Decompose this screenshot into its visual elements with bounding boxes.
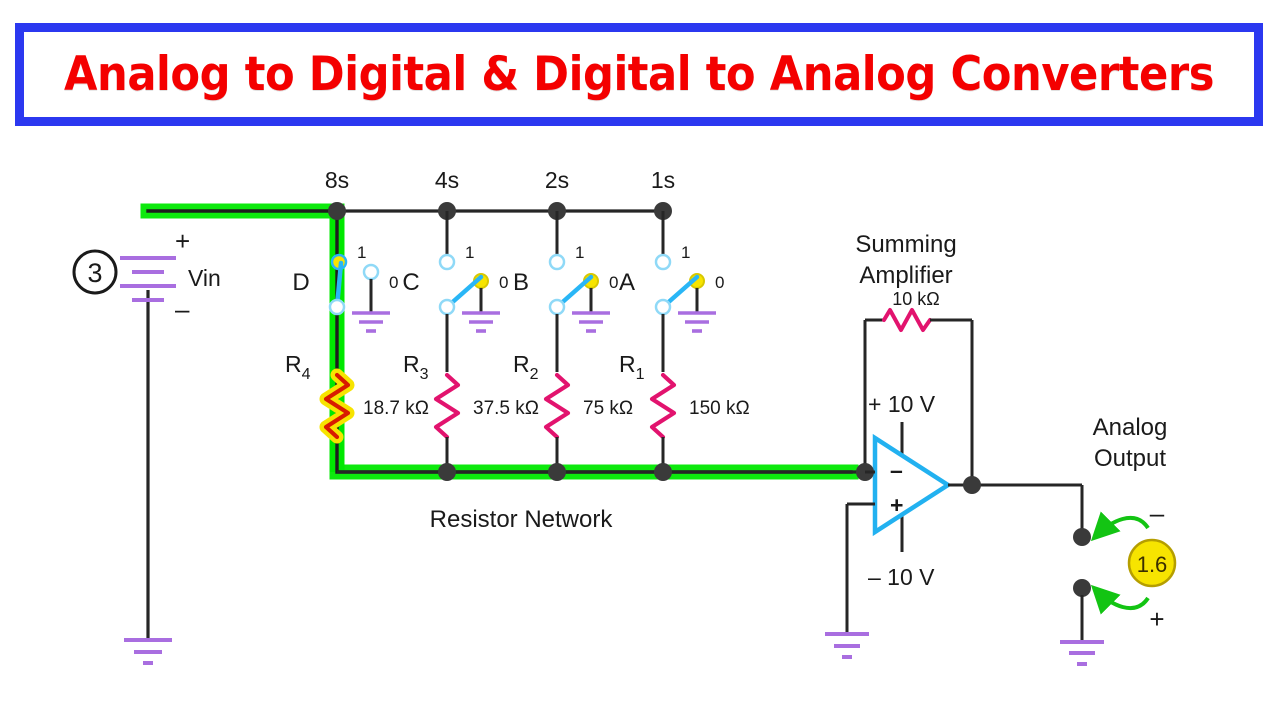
resistor-r4-symbol — [323, 372, 351, 440]
switch-c-name: C — [402, 269, 419, 296]
supply-positive-label: + 10 V — [868, 391, 936, 417]
resistor-r1-value: 150 kΩ — [689, 398, 750, 419]
resistor-r2-symbol — [543, 372, 571, 440]
switch-a-name: A — [619, 269, 635, 296]
opamp-noninverting-input-sign: + — [890, 492, 903, 518]
ground-symbol-source — [124, 638, 172, 665]
ground-symbol-switch-d — [352, 311, 390, 333]
switch-c-pivot[interactable] — [438, 298, 456, 316]
switch-b-pivot[interactable] — [548, 298, 566, 316]
switch-b-label-0: 0 — [609, 273, 618, 292]
switch-a-label-0: 0 — [715, 273, 724, 292]
title-banner: Analog to Digital & Digital to Analog Co… — [15, 23, 1263, 126]
switch-a-terminal-1[interactable] — [654, 253, 672, 271]
output-terminal-negative[interactable] — [1073, 528, 1091, 546]
resistor-r3-ref: R3 — [403, 351, 429, 383]
feedback-resistor-symbol — [882, 308, 932, 332]
source-plus-sign: + — [175, 226, 190, 256]
probe-arrow-negative — [1090, 511, 1150, 542]
step-marker-label: 3 — [87, 258, 102, 288]
switch-d-name: D — [292, 269, 309, 296]
supply-negative-label: – 10 V — [868, 564, 935, 590]
amplifier-title-line1: Summing — [855, 231, 956, 258]
bit-column-c: 4s 1 0 C R3 37.5 kΩ — [402, 167, 539, 481]
opamp-triangle — [872, 433, 953, 537]
resistor-r3-value: 37.5 kΩ — [473, 398, 539, 419]
step-marker-circle — [72, 249, 118, 295]
ground-symbol-output — [1060, 640, 1104, 666]
resistor-r4-value: 18.7 kΩ — [363, 398, 429, 419]
resistor-r3-symbol — [433, 372, 461, 440]
switch-a-pivot[interactable] — [654, 298, 672, 316]
resistor-r2-value: 75 kΩ — [583, 398, 633, 419]
switch-d-label-0: 0 — [389, 273, 398, 292]
bit-weight-label-2s: 2s — [545, 167, 569, 193]
switch-d-terminal-0[interactable] — [362, 263, 380, 281]
switch-b-terminal-1[interactable] — [548, 253, 566, 271]
bit-column-b: 2s 1 0 B R2 75 kΩ — [513, 167, 633, 481]
analog-output-title-line1: Analog — [1093, 414, 1168, 441]
bit-weight-label-4s: 4s — [435, 167, 459, 193]
switch-d-pivot[interactable] — [328, 298, 346, 316]
amplifier-title-line2: Amplifier — [859, 262, 952, 289]
feedback-resistor-value: 10 kΩ — [892, 289, 939, 309]
node-dot-bus-r2 — [548, 463, 566, 481]
page-title: Analog to Digital & Digital to Analog Co… — [64, 47, 1215, 102]
switch-d-label-1: 1 — [357, 243, 366, 262]
resistor-network-label: Resistor Network — [430, 506, 614, 533]
opamp-inverting-input-sign: – — [890, 457, 903, 483]
resistor-r1-symbol — [649, 372, 677, 440]
node-dot-bus-r3 — [438, 463, 456, 481]
probe-negative-sign: – — [1150, 498, 1165, 528]
bit-weight-label-1s: 1s — [651, 167, 675, 193]
resistor-r1-ref: R1 — [619, 351, 645, 383]
bit-column-d: 8s 1 0 D R4 18.7 kΩ — [285, 167, 429, 444]
node-dot-bus-r1 — [654, 463, 672, 481]
node-dot-8s — [328, 202, 346, 220]
meter-value: 1.6 — [1137, 552, 1168, 577]
output-terminal-positive[interactable] — [1073, 579, 1091, 597]
meter-bubble[interactable] — [1127, 538, 1177, 588]
ground-symbol-switch-c — [462, 311, 500, 333]
voltage-source-group: 3 + – Vin — [72, 226, 221, 665]
switch-b-label-1: 1 — [575, 243, 584, 262]
resistor-r2-ref: R2 — [513, 351, 539, 383]
switch-c-label-0: 0 — [499, 273, 508, 292]
bit-weight-label-8s: 8s — [325, 167, 349, 193]
highlighted-current-path — [140, 203, 859, 480]
source-label-vin: Vin — [188, 265, 221, 291]
node-dot-output — [963, 476, 981, 494]
switch-c-label-1: 1 — [465, 243, 474, 262]
ground-symbol-opamp — [825, 632, 869, 659]
probe-positive-sign: + — [1149, 604, 1164, 634]
probe-arrow-positive — [1090, 584, 1150, 615]
summing-amplifier-group: Summing Amplifier 10 kΩ + 10 V – 10 V – … — [825, 231, 1082, 659]
bit-column-a: 1s 1 0 A R1 150 kΩ — [619, 167, 750, 481]
ground-symbol-switch-a — [678, 311, 716, 333]
analog-output-group: Analog Output 1.6 – + — [1060, 414, 1177, 666]
analog-output-title-line2: Output — [1094, 445, 1166, 472]
resistor-r4-ref: R4 — [285, 351, 311, 383]
switch-a-label-1: 1 — [681, 243, 690, 262]
switch-b-name: B — [513, 269, 529, 296]
ground-symbol-switch-b — [572, 311, 610, 333]
switch-c-terminal-1[interactable] — [438, 253, 456, 271]
source-minus-sign: – — [175, 294, 190, 324]
